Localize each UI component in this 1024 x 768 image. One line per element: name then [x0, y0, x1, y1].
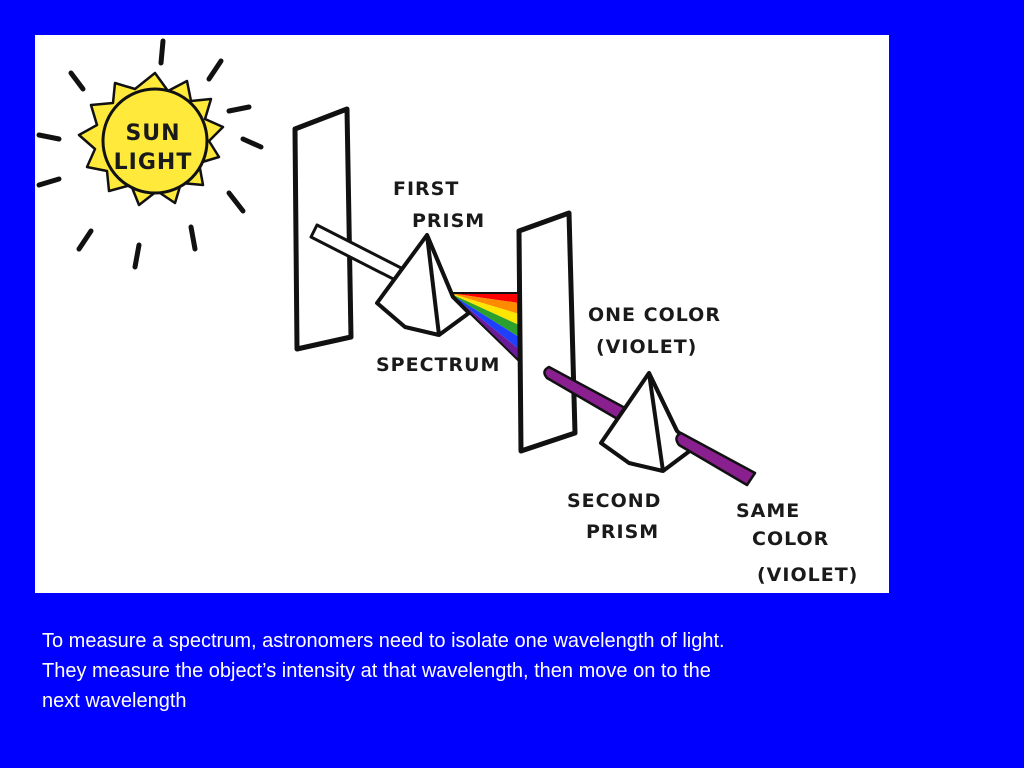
caption-line-3: next wavelength — [42, 690, 187, 712]
caption-line-2: They measure the object’s intensity at t… — [42, 660, 711, 682]
same-color-label-line3: (VIOLET) — [757, 564, 858, 586]
violet-beam-segment-1 — [543, 365, 629, 423]
second-slit-panel — [516, 210, 578, 454]
same-color-label-line2: COLOR — [752, 528, 829, 550]
first-prism — [375, 233, 471, 337]
prism-diagram: SUN LIGHT — [36, 38, 858, 586]
second-prism-label-line1: SECOND — [567, 490, 661, 512]
caption: To measure a spectrum, astronomers need … — [42, 626, 982, 716]
sun-disc — [101, 87, 209, 195]
spectrum-label: SPECTRUM — [376, 354, 500, 376]
second-prism — [599, 371, 697, 473]
sun-label-line1: SUN — [125, 121, 180, 146]
sun-label-line2: LIGHT — [114, 150, 193, 175]
first-prism-label-line2: PRISM — [412, 210, 485, 232]
diagram-panel: SUN LIGHT — [35, 35, 889, 593]
one-color-label-line2: (VIOLET) — [596, 336, 697, 358]
sun-rays — [36, 38, 264, 270]
same-color-label-line1: SAME — [736, 500, 800, 522]
caption-line-1: To measure a spectrum, astronomers need … — [42, 630, 725, 652]
second-prism-label-line2: PRISM — [586, 521, 659, 543]
sun-icon: SUN LIGHT — [36, 38, 264, 270]
violet-beam-segment-2 — [675, 431, 757, 487]
one-color-label-line1: ONE COLOR — [588, 304, 721, 326]
first-prism-label-line1: FIRST — [393, 178, 459, 200]
